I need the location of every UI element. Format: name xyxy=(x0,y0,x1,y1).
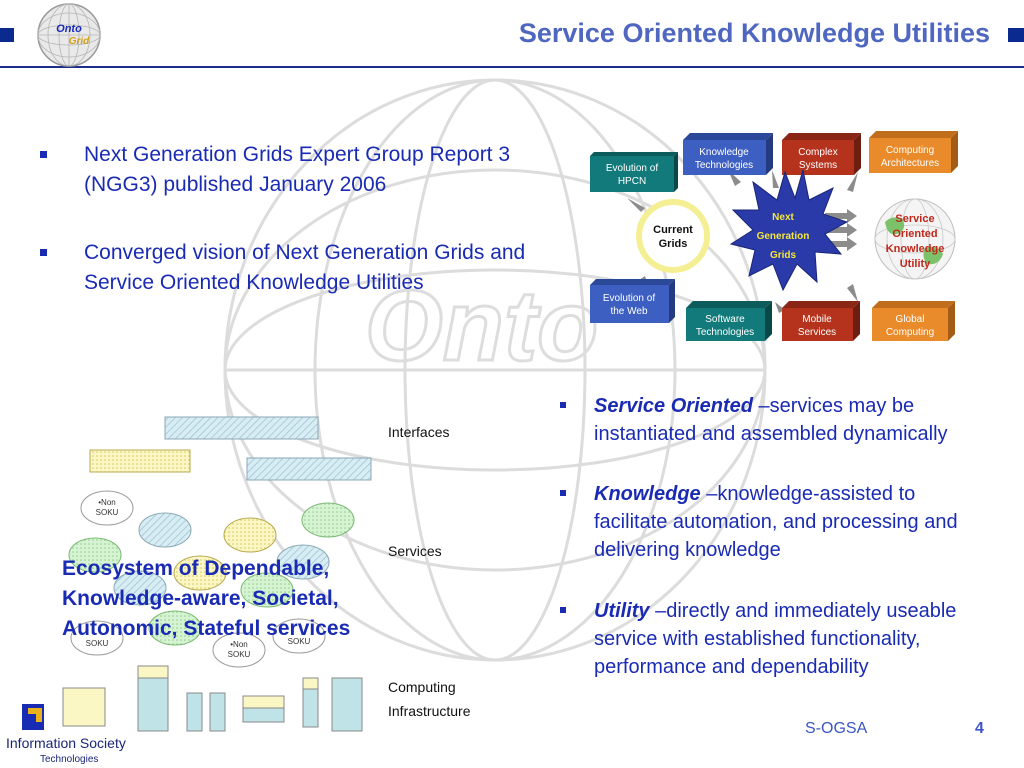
bullet-text: Utility –directly and immediately useabl… xyxy=(594,597,984,681)
box-text: Complex xyxy=(798,147,837,158)
box-text: HPCN xyxy=(618,176,646,187)
soku-text: Knowledge xyxy=(886,243,945,255)
header-square-right xyxy=(1008,28,1024,42)
non-soku-text: •Non xyxy=(230,640,247,649)
bullet-text: Converged vision of Next Generation Grid… xyxy=(84,241,526,294)
next-generation-grids-star: Next Generation Grids xyxy=(729,169,849,292)
page-number: 4 xyxy=(975,720,984,737)
bullet-term: Service Oriented xyxy=(594,395,753,417)
bullet-ngg3: Next Generation Grids Expert Group Repor… xyxy=(40,140,530,232)
box-text: Evolution of xyxy=(603,293,655,304)
ist-logo-line2: Technologies xyxy=(40,754,98,765)
box-text: Systems xyxy=(799,160,837,171)
box-text: Technologies xyxy=(696,327,754,338)
box-software-technologies: Software Technologies xyxy=(686,301,772,341)
ring-text: Current xyxy=(653,224,693,236)
box-text: Technologies xyxy=(695,160,753,171)
box-text: Architectures xyxy=(881,158,939,169)
box-text: Services xyxy=(798,327,836,338)
convergence-diagram: Evolution of HPCN Evolution of the Web K… xyxy=(590,131,958,341)
non-soku-text: •Non xyxy=(98,498,115,507)
eco-label-services: Services xyxy=(388,543,442,559)
box-evolution-web: Evolution of the Web xyxy=(590,279,675,323)
bullet-converged-vision: Converged vision of Next Generation Grid… xyxy=(40,238,530,330)
box-text: Computing xyxy=(886,145,934,156)
bullet-knowledge: Knowledge –knowledge-assisted to facilit… xyxy=(560,480,990,595)
bullet-description: –knowledge-assisted to facilitate automa… xyxy=(594,483,958,561)
soku-text: Utility xyxy=(900,258,931,270)
footer-label: S-OGSA xyxy=(805,720,868,737)
eco-label-computing: Computing xyxy=(388,679,456,695)
box-text: Mobile xyxy=(802,314,832,325)
box-complex-systems: Complex Systems xyxy=(782,133,861,175)
box-text: Computing xyxy=(886,327,934,338)
header-rule xyxy=(0,66,1024,68)
ontogrid-logo: Onto Grid xyxy=(37,3,101,67)
bullet-text: Knowledge –knowledge-assisted to facilit… xyxy=(594,480,984,564)
page-title: Service Oriented Knowledge Utilities xyxy=(518,18,990,48)
current-grids-ring: Current Grids xyxy=(636,199,710,273)
soku-text: Oriented xyxy=(892,228,937,240)
ecosystem-diagram: Interfaces •Non SOKU SOKU •Non SOKU SOKU… xyxy=(62,416,471,732)
logo-text-bottom: Grid xyxy=(69,36,90,47)
eco-label-interfaces: Interfaces xyxy=(388,424,449,440)
soku-text: Service xyxy=(895,213,934,225)
box-evolution-hpcn: Evolution of HPCN xyxy=(590,152,678,192)
bullet-marker xyxy=(560,402,566,408)
non-soku-text: SOKU xyxy=(86,639,109,648)
non-soku-text: SOKU xyxy=(288,637,311,646)
star-text: Grids xyxy=(770,250,797,261)
bullet-marker xyxy=(40,249,47,256)
bullet-marker xyxy=(560,490,566,496)
box-computing-architectures: Computing Architectures xyxy=(869,131,958,173)
bullet-service-oriented: Service Oriented –services may be instan… xyxy=(560,392,990,478)
box-global-computing: Global Computing xyxy=(872,301,955,341)
bullet-utility: Utility –directly and immediately useabl… xyxy=(560,597,990,712)
background-globe: Onto xyxy=(223,78,767,662)
box-text: Software xyxy=(705,314,745,325)
svg-text:Onto: Onto xyxy=(365,270,598,382)
bullet-term: Knowledge xyxy=(594,483,701,505)
bullet-marker xyxy=(560,607,566,613)
box-text: Evolution of xyxy=(606,163,658,174)
non-soku-text: SOKU xyxy=(96,508,119,517)
soku-globe: Service Oriented Knowledge Utility xyxy=(874,198,956,280)
box-text: Global xyxy=(896,314,925,325)
bullet-term: Utility xyxy=(594,600,650,622)
bullet-marker xyxy=(40,151,47,158)
ecosystem-caption: Ecosystem of Dependable, Knowledge-aware… xyxy=(62,557,351,640)
box-mobile-services: Mobile Services xyxy=(782,301,860,341)
non-soku-text: SOKU xyxy=(228,650,251,659)
box-text: the Web xyxy=(610,306,647,317)
eco-label-infrastructure: Infrastructure xyxy=(388,703,471,719)
header-square-left xyxy=(0,28,14,42)
logo-text-top: Onto xyxy=(56,23,82,35)
bullet-text: Service Oriented –services may be instan… xyxy=(594,392,984,448)
box-text: Knowledge xyxy=(699,147,749,158)
ist-logo: Information Society Technologies xyxy=(6,704,126,765)
ist-logo-line1: Information Society xyxy=(6,735,126,751)
star-text: Generation xyxy=(757,231,810,242)
ring-text: Grids xyxy=(659,238,688,250)
bullet-description: –directly and immediately useable servic… xyxy=(594,600,957,678)
star-text: Next xyxy=(772,212,794,223)
bullet-text: Next Generation Grids Expert Group Repor… xyxy=(84,143,511,196)
box-knowledge-technologies: Knowledge Technologies xyxy=(683,133,773,175)
bullet-description: –services may be instantiated and assemb… xyxy=(594,395,948,445)
